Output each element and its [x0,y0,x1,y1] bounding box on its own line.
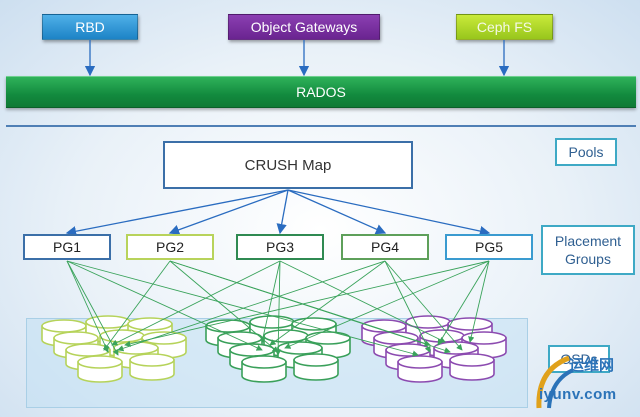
arrow-crush-to-pg2 [168,189,289,235]
link-pg2-osd-1 [103,260,171,351]
placement-groups-label-line1: Placement [554,233,622,249]
link-pg3-osd-4 [279,260,446,343]
link-pg1-osd-3 [66,260,263,351]
link-pg4-osd-4 [384,260,463,351]
pg4-box: PG4 [341,234,429,260]
ceph-fs-box: Ceph FS [456,14,553,40]
rbd-box: RBD [42,14,138,40]
arrow-crush-to-pg1 [65,189,289,237]
link-pg3-osd-1 [111,260,281,346]
divider [6,125,636,127]
watermark-text-line2: iyunv.com [539,386,617,403]
osd-disk-g1-10 [129,353,175,381]
arrow-crush-to-pg4 [287,189,387,235]
pg1-box: PG1 [23,234,111,260]
link-pg5-osd-1 [124,260,490,347]
link-pg1-osd-1 [66,260,109,353]
link-pg2-osd-4 [169,260,431,347]
link-pg2-osd-2 [169,260,279,353]
link-pg1-osd-2 [66,260,119,356]
osd-disk-g2-10 [293,353,339,381]
pg5-box: PG5 [445,234,533,260]
crush-map-box: CRUSH Map [163,141,413,189]
osd-disk-g1-9 [77,355,123,383]
link-pg3-osd-2 [260,260,281,343]
link-pg1-osd-4 [66,260,419,357]
arrow-crush-to-pg3 [276,189,289,235]
osd-disk-g2-9 [241,355,287,383]
watermark-text-line1: 运维网 [569,357,615,374]
link-pg4-osd-3 [384,260,431,353]
watermark-logo: 运维网 iyunv.com [529,350,634,414]
arrow-crush-to-pg5 [287,189,491,237]
osd-disk-g3-10 [449,353,495,381]
link-pg5-osd-4 [468,260,490,343]
link-pg4-osd-1 [117,260,386,352]
osds-label: OSDs [548,345,610,373]
rados-bar: RADOS [6,76,636,108]
pg2-box: PG2 [126,234,214,260]
link-pg4-osd-2 [269,260,386,346]
placement-groups-label-line2: Groups [565,251,611,267]
link-pg5-osd-2 [284,260,490,349]
link-pg5-osd-3 [437,260,490,346]
pools-label: Pools [555,138,617,166]
osd-disk-g3-9 [397,355,443,383]
object-gateways-box: Object Gateways [228,14,380,40]
pg3-box: PG3 [236,234,324,260]
